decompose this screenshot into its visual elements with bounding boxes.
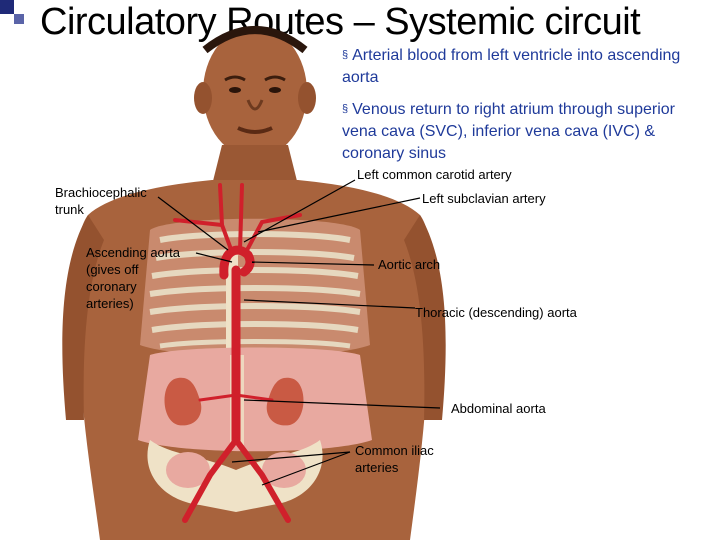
left-kidney: [164, 377, 202, 426]
label-brachiocephalic-trunk: Brachiocephalic trunk: [55, 184, 147, 218]
label-line: Ascending aorta: [86, 245, 180, 260]
label-left-subclavian: Left subclavian artery: [422, 191, 546, 206]
bullet-text: Arterial blood from left ventricle into …: [342, 47, 681, 86]
right-arm: [404, 215, 446, 420]
decorative-square: [0, 0, 14, 14]
slide-title: Circulatory Routes – Systemic circuit: [40, 1, 641, 43]
head: [194, 26, 316, 158]
label-left-common-carotid: Left common carotid artery: [357, 167, 512, 182]
label-line: arteries: [355, 460, 399, 475]
bullet-venous: §Venous return to right atrium through s…: [342, 98, 682, 165]
label-line: trunk: [55, 202, 84, 217]
bullet-marker: §: [342, 49, 349, 61]
label-line: Brachiocephalic: [55, 185, 147, 200]
left-common-iliac: [182, 437, 239, 523]
label-line: (gives off: [86, 262, 139, 277]
abdominal-cavity: [138, 347, 372, 452]
arterial-tree: [173, 183, 302, 523]
label-thoracic-aorta: Thoracic (descending) aorta: [415, 305, 577, 320]
bullet-arterial: §Arterial blood from left ventricle into…: [342, 44, 682, 89]
bullet-text: Venous return to right atrium through su…: [342, 101, 675, 162]
label-line: coronary: [86, 279, 137, 294]
label-aortic-arch: Aortic arch: [378, 257, 441, 272]
bullet-marker: §: [342, 103, 349, 115]
left-common-carotid: [238, 183, 244, 252]
label-line: Common iliac: [355, 443, 434, 458]
label-line: arteries): [86, 296, 134, 311]
aortic-arch: [219, 245, 255, 280]
decorative-square: [14, 14, 24, 24]
label-abdominal-aorta: Abdominal aorta: [451, 401, 546, 416]
leader-lines: [157, 179, 441, 486]
left-arm: [62, 215, 104, 420]
label-ascending-aorta: Ascending aorta (gives off coronary arte…: [86, 244, 180, 312]
label-common-iliac-arteries: Common iliac arteries: [355, 442, 434, 476]
neck: [212, 145, 298, 185]
right-common-iliac: [233, 437, 291, 523]
